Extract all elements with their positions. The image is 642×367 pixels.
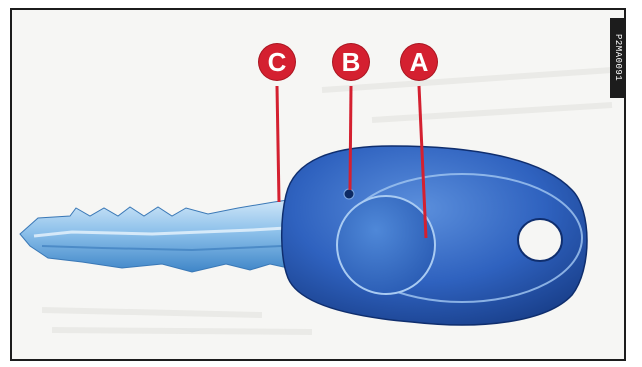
key-blade — [20, 200, 288, 272]
leader-line-c — [277, 86, 279, 202]
key-illustration — [12, 10, 624, 359]
callout-a: A — [401, 44, 437, 80]
callout-b: B — [333, 44, 369, 80]
callout-c: C — [259, 44, 295, 80]
key-ring-hole — [518, 219, 562, 261]
led-b — [344, 189, 354, 199]
figure-code: P2MA0091 — [610, 18, 626, 98]
button-a — [337, 196, 435, 294]
leader-line-b — [350, 86, 351, 190]
figure-frame: A B C P2MA0091 — [10, 8, 626, 361]
